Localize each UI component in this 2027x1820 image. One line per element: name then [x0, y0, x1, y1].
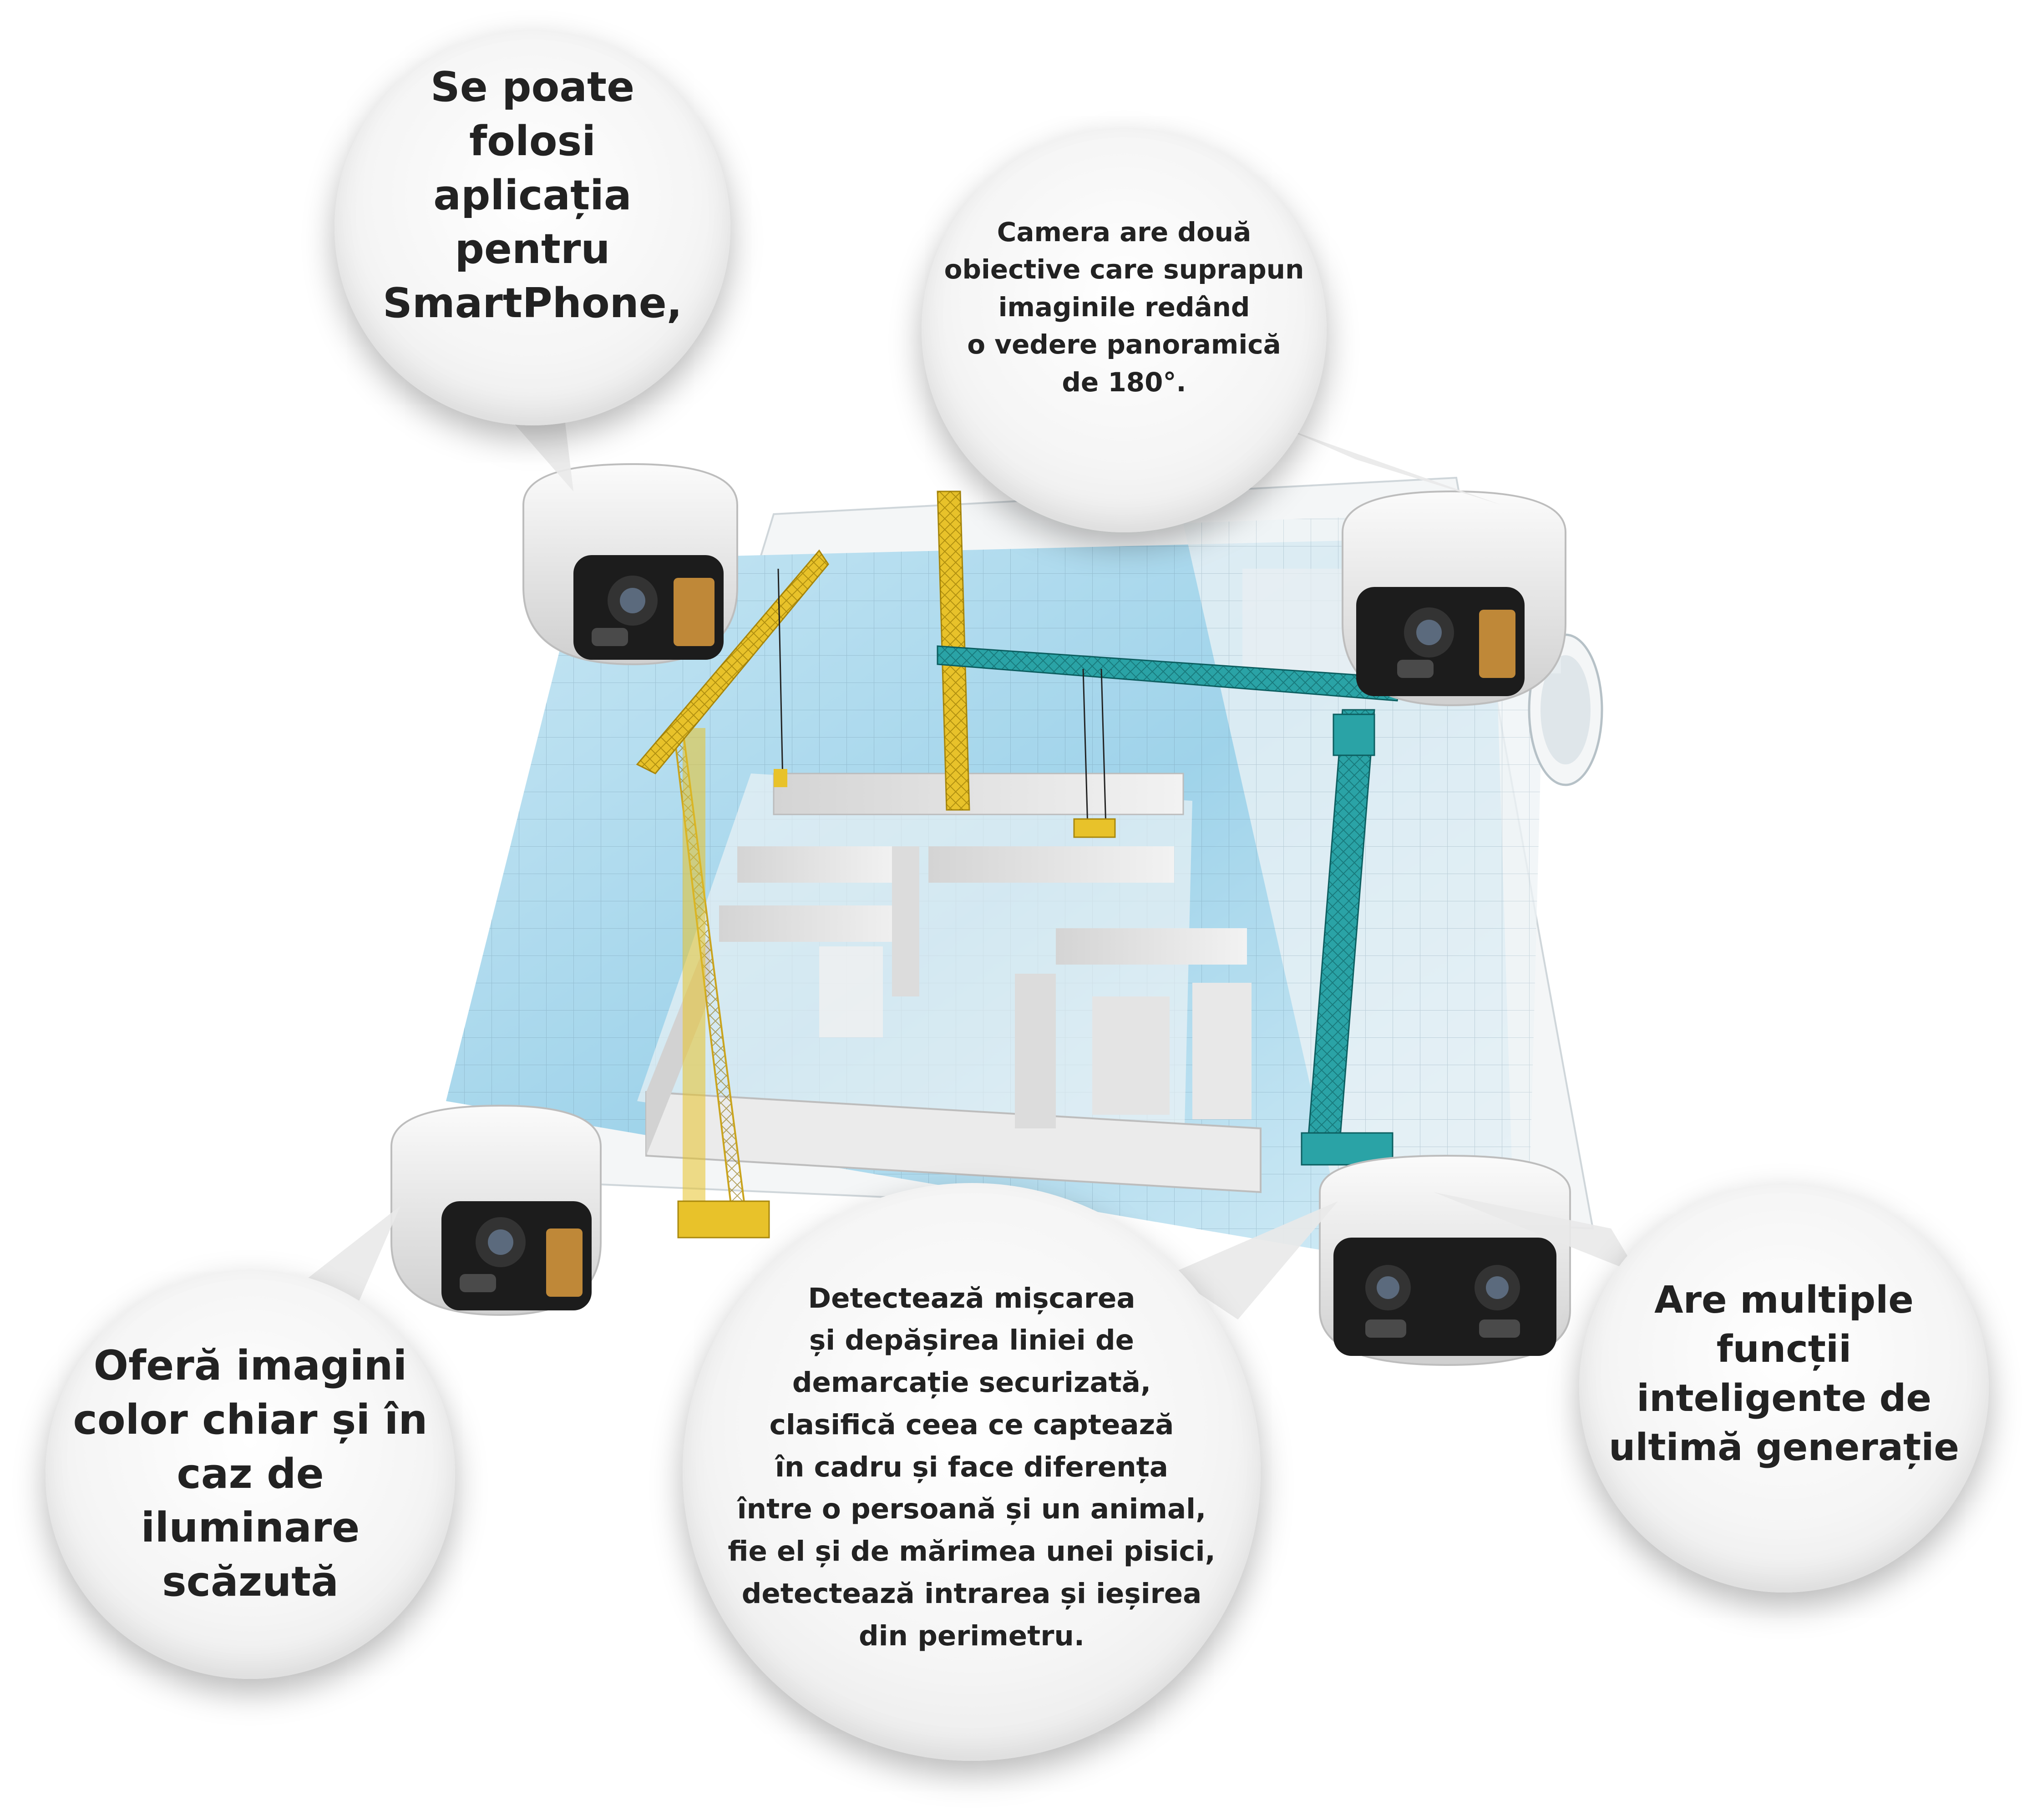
- camera-icon: [1319, 1154, 1571, 1366]
- camera-icon: [1342, 490, 1566, 707]
- callout-text: Are multiple funcții inteligente de ulti…: [1608, 1278, 1960, 1470]
- crane-icon: [937, 645, 1403, 1166]
- callout-motion-detection: Detectează mișcarea și depășirea liniei …: [683, 1183, 1261, 1761]
- callout-color-low-light: Oferă imagini color chiar și în caz de i…: [46, 1269, 455, 1679]
- callout-text: Detectează mișcarea și depășirea liniei …: [728, 1282, 1216, 1652]
- callout-panoramic-view: Camera are două obiective care suprapun …: [922, 127, 1327, 532]
- callout-smartphone-app: Se poate folosi aplicația pentru SmartPh…: [334, 30, 730, 425]
- camera-icon: [522, 463, 738, 666]
- camera-icon: [390, 1104, 602, 1316]
- building-icon: [637, 773, 1262, 1193]
- callout-text: Se poate folosi aplicația pentru SmartPh…: [383, 63, 682, 328]
- callout-text: Camera are două obiective care suprapun …: [944, 217, 1304, 398]
- callout-smart-functions: Are multiple funcții inteligente de ulti…: [1579, 1183, 1989, 1592]
- callout-text: Oferă imagini color chiar și în caz de i…: [73, 1342, 428, 1606]
